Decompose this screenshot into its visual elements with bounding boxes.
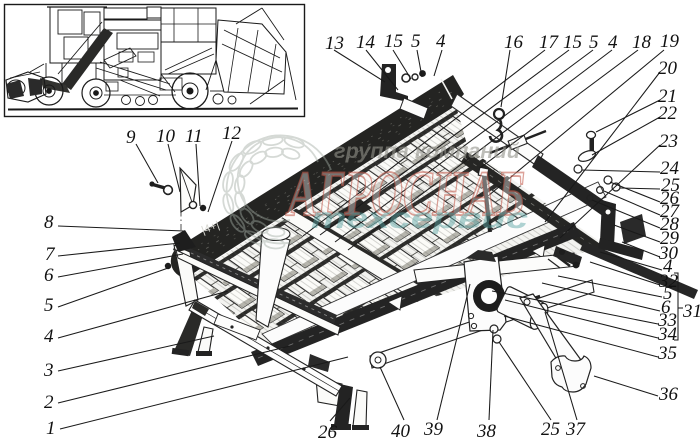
svg-text:34: 34 bbox=[657, 324, 678, 345]
svg-text:36: 36 bbox=[658, 384, 679, 405]
svg-text:14: 14 bbox=[356, 32, 376, 53]
svg-text:техсервис: техсервис bbox=[311, 202, 528, 235]
svg-text:|4+|: |4+| bbox=[200, 219, 221, 237]
svg-text:5: 5 bbox=[589, 32, 599, 53]
svg-text:4: 4 bbox=[44, 326, 54, 347]
svg-text:13: 13 bbox=[325, 33, 344, 54]
svg-text:20: 20 bbox=[658, 58, 678, 79]
svg-text:26: 26 bbox=[318, 422, 338, 442]
svg-text:9: 9 bbox=[126, 127, 136, 148]
svg-text:25: 25 bbox=[661, 175, 680, 196]
svg-text:5: 5 bbox=[44, 295, 54, 316]
svg-text:10: 10 bbox=[156, 126, 176, 147]
svg-text:22: 22 bbox=[658, 103, 678, 124]
svg-text:25: 25 bbox=[541, 419, 560, 440]
svg-text:39: 39 bbox=[423, 419, 444, 440]
svg-text:11: 11 bbox=[185, 126, 203, 147]
svg-text:15: 15 bbox=[563, 32, 582, 53]
svg-text:5: 5 bbox=[411, 31, 421, 52]
svg-text:6: 6 bbox=[44, 265, 54, 286]
svg-text:2: 2 bbox=[44, 392, 54, 413]
svg-text:28: 28 bbox=[660, 214, 680, 235]
svg-text:АГРОСНАБ: АГРОСНАБ bbox=[285, 158, 525, 230]
svg-text:8: 8 bbox=[44, 212, 54, 233]
svg-text:18: 18 bbox=[632, 32, 652, 53]
svg-text:7: 7 bbox=[45, 244, 56, 265]
svg-text:4: 4 bbox=[663, 256, 673, 277]
svg-text:4: 4 bbox=[608, 32, 618, 53]
svg-text:30: 30 bbox=[658, 243, 679, 264]
svg-text:16: 16 bbox=[504, 32, 524, 53]
svg-text:26: 26 bbox=[660, 188, 680, 209]
svg-text:3: 3 bbox=[43, 360, 54, 381]
svg-text:24: 24 bbox=[660, 158, 680, 179]
svg-text:33: 33 bbox=[657, 310, 677, 331]
svg-text:4: 4 bbox=[436, 31, 446, 52]
svg-text:27: 27 bbox=[660, 201, 681, 222]
svg-text:29: 29 bbox=[660, 228, 680, 249]
svg-text:40: 40 bbox=[391, 421, 411, 442]
svg-text:1: 1 bbox=[46, 418, 56, 439]
svg-text:группа компаний: группа компаний bbox=[334, 140, 520, 163]
svg-text:37: 37 bbox=[565, 419, 587, 440]
svg-text:17: 17 bbox=[539, 32, 560, 53]
svg-text:32: 32 bbox=[658, 271, 679, 292]
svg-text:31: 31 bbox=[682, 301, 700, 322]
svg-text:5: 5 bbox=[663, 283, 673, 304]
svg-text:6: 6 bbox=[661, 297, 671, 318]
svg-text:21: 21 bbox=[658, 86, 677, 107]
svg-text:38: 38 bbox=[476, 421, 497, 442]
svg-text:19: 19 bbox=[660, 31, 680, 52]
svg-text:35: 35 bbox=[657, 343, 677, 364]
svg-text:23: 23 bbox=[659, 131, 678, 152]
svg-text:12: 12 bbox=[222, 123, 242, 144]
svg-text:15: 15 bbox=[384, 31, 403, 52]
